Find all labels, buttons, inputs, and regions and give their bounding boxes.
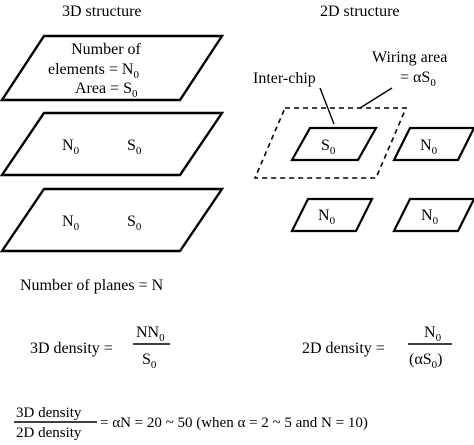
wiring-area-leader-line	[359, 87, 393, 109]
chip-n0-bottom-right	[392, 197, 474, 233]
heading-2d-structure: 2D structure	[320, 3, 400, 20]
inter-chip-leader-line	[319, 87, 335, 125]
density-3d-numerator: NN0	[136, 324, 165, 344]
wiring-area-formula: = αS0	[400, 69, 436, 89]
ratio-denominator: 2D density	[16, 425, 82, 440]
chip-n0-bottom-right-label: N0	[421, 207, 439, 227]
top-plane-line2: elements = N0	[48, 61, 139, 81]
heading-3d-structure: 3D structure	[62, 3, 142, 20]
bottom-plane-n-label: N0	[62, 213, 80, 233]
number-of-planes-text: Number of planes = N	[20, 277, 164, 294]
ratio-numerator: 3D density	[16, 405, 82, 421]
density-2d-denominator: (αS0)	[409, 351, 442, 371]
middle-plane	[0, 111, 225, 177]
chip-n0-top-right-label: N0	[420, 137, 438, 157]
inter-chip-label: Inter-chip	[253, 70, 316, 87]
top-plane-line1: Number of	[71, 41, 141, 58]
ratio-result: = αN = 20 ~ 50 (when α = 2 ~ 5 and N = 1…	[100, 415, 368, 431]
bottom-plane-s-label: S0	[127, 213, 142, 233]
chip-s0	[290, 126, 378, 162]
top-plane	[0, 34, 225, 102]
wiring-area-label: Wiring area	[372, 49, 447, 66]
middle-plane-s-label: S0	[127, 137, 142, 157]
chip-n0-top-right	[392, 126, 474, 162]
density-3d-denominator: S0	[142, 351, 157, 371]
density-2d-label: 2D density =	[302, 340, 385, 357]
wiring-area-dashed-outline	[253, 107, 408, 179]
chip-n0-bottom-left-label: N0	[318, 207, 336, 227]
bottom-plane	[0, 187, 225, 253]
middle-plane-n-label: N0	[62, 137, 80, 157]
chip-n0-bottom-left	[290, 197, 374, 233]
chip-s0-label: S0	[321, 137, 336, 157]
density-2d-numerator: N0	[424, 324, 442, 344]
top-plane-line3: Area = S0	[75, 80, 138, 100]
density-3d-label: 3D density =	[30, 340, 113, 357]
